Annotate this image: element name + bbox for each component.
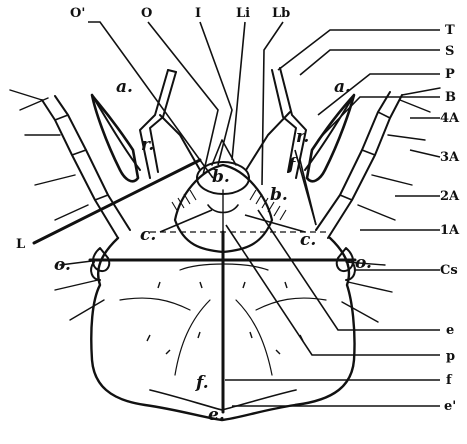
letter-a-left: a. <box>116 77 133 97</box>
letter-a-right: a. <box>334 77 351 97</box>
label-e-prime: e' <box>444 399 456 414</box>
label-B: B <box>445 90 456 105</box>
letter-o-right: o. <box>355 253 372 273</box>
label-p: p <box>446 349 455 364</box>
guide-lines <box>90 232 355 412</box>
label-e: e <box>446 323 454 338</box>
label-4A: 4A <box>440 111 460 126</box>
right-legs <box>272 68 440 322</box>
letter-r-left: r. <box>141 135 154 155</box>
label-P: P <box>445 67 455 82</box>
letter-o-left: o. <box>54 255 71 275</box>
label-T: T <box>445 23 455 38</box>
label-3A: 3A <box>440 150 460 165</box>
label-Li: Li <box>236 6 250 21</box>
left-claw <box>92 95 140 181</box>
label-S: S <box>445 44 454 59</box>
label-f: f <box>446 373 453 388</box>
label-Lb: Lb <box>272 6 290 21</box>
letter-b-center: b. <box>212 167 230 187</box>
label-1A: 1A <box>440 223 460 238</box>
letter-e-bottom: e. <box>208 405 225 425</box>
letter-b-right: b. <box>270 185 288 205</box>
label-O-prime: O' <box>70 6 85 21</box>
label-2A: 2A <box>440 189 460 204</box>
top-labels: O' O I Li Lb <box>70 6 290 21</box>
right-labels: T S P B 4A 3A 2A 1A Cs e p f e' <box>440 23 460 414</box>
label-L: L <box>16 237 25 252</box>
letter-f-lower: f. <box>195 373 209 393</box>
letter-c-right: c. <box>300 230 316 250</box>
label-I: I <box>195 6 201 21</box>
label-O: O <box>141 6 152 21</box>
letter-c-left: c. <box>140 225 156 245</box>
left-legs <box>10 70 176 320</box>
letter-r-right: r. <box>296 127 309 147</box>
label-Cs: Cs <box>440 263 458 278</box>
right-claw <box>305 95 354 181</box>
